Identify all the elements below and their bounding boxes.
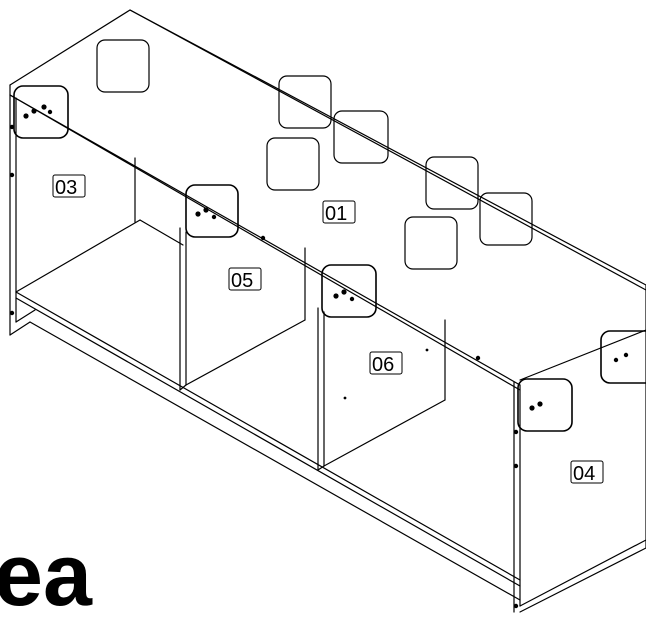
divider-right — [317, 307, 446, 471]
hardware-callouts — [13, 85, 646, 432]
label-part-04: 04 — [573, 463, 595, 485]
part-labels: 03 01 05 06 04 — [52, 174, 604, 485]
label-part-03: 03 — [55, 177, 77, 199]
top-panel — [9, 9, 646, 391]
brand-wordmark-fragment: ea — [0, 525, 93, 621]
bottom-shelf — [15, 219, 521, 601]
right-side-panel — [513, 329, 646, 613]
top-marker-squares — [96, 39, 533, 270]
label-part-06: 06 — [372, 354, 394, 376]
label-part-01: 01 — [325, 203, 347, 225]
divider-left — [179, 227, 306, 391]
label-part-05: 05 — [231, 270, 253, 292]
back-panel — [134, 157, 446, 401]
hardware-dots — [9, 104, 629, 609]
